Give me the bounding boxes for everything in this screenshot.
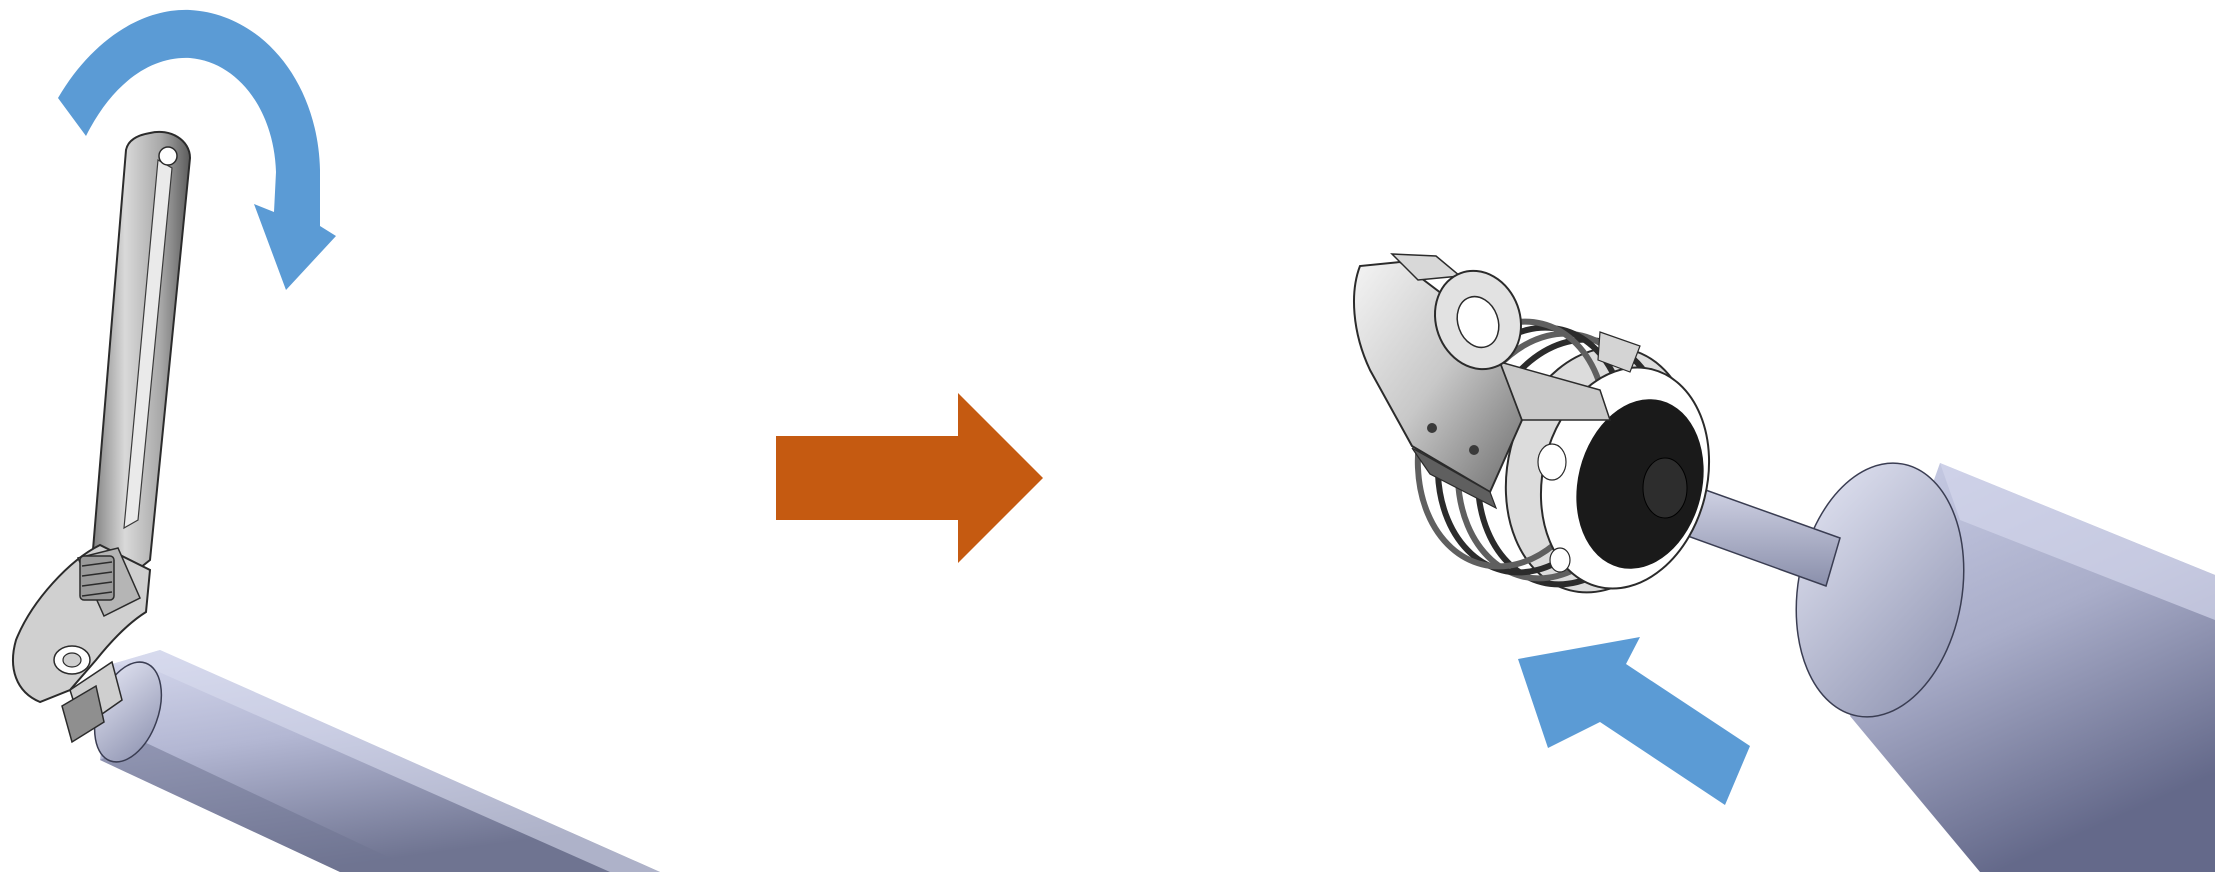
wrench-worm-screw [80, 556, 114, 600]
left-panel [13, 10, 660, 872]
diagonal-push-arrow-icon [1518, 637, 1750, 805]
right-arrow-icon [776, 393, 1043, 563]
right-panel [1354, 254, 2215, 872]
shock-cylinder-right [1777, 450, 2215, 872]
adjustable-wrench [13, 132, 190, 702]
rotate-arrow-icon [58, 10, 336, 290]
shock-cylinder-left [82, 650, 660, 872]
